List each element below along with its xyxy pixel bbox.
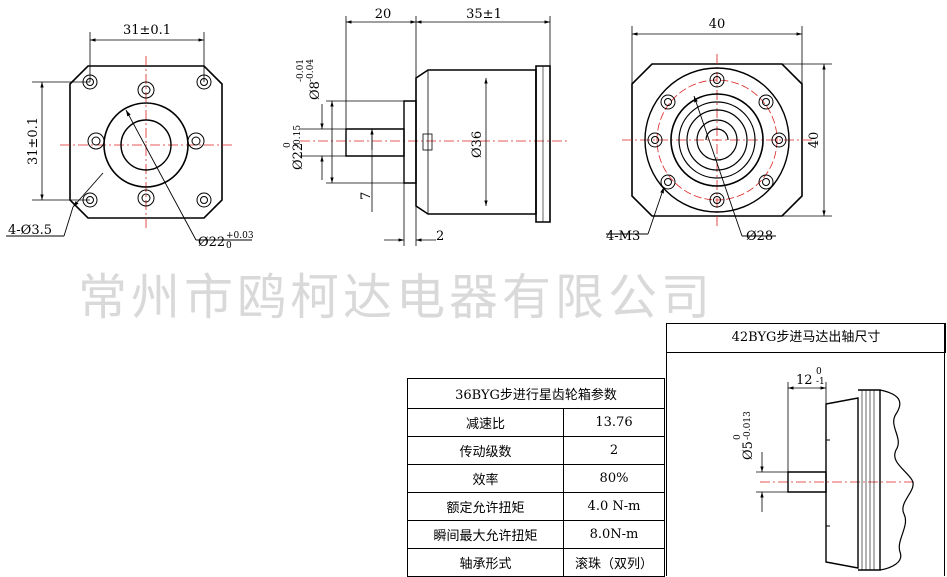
spec-param: 额定允许扭矩 — [407, 492, 564, 521]
front-bore-tol-lower: 0 — [226, 241, 232, 251]
side-boss — [403, 100, 417, 184]
table-row: 额定允许扭矩 4.0 N-m — [407, 492, 665, 521]
table-row: 传动级数 2 — [407, 436, 665, 465]
rear-holes — [647, 72, 787, 208]
rear-hole-label: 4-M3 — [606, 229, 640, 244]
side-view — [300, 16, 570, 246]
side-boss-dia: Ø22 — [291, 143, 306, 170]
spec-value: 滚珠（双列） — [563, 548, 665, 577]
rear-view — [606, 26, 832, 237]
front-bore-outer — [103, 102, 189, 188]
motor-shaft-panel-border — [944, 323, 945, 576]
table-row: 效率 80% — [407, 464, 665, 493]
front-flange-outline — [69, 65, 223, 219]
table-row: 减速比 13.76 — [407, 408, 665, 437]
spec-table-header: 36BYG步进行星齿轮箱参数 — [407, 378, 665, 409]
side-flat-dim: 7 — [359, 192, 374, 200]
rear-dim-right: 40 — [807, 132, 822, 149]
front-bore-label: Ø22 — [198, 235, 225, 250]
watermark-company: 常州市鸥柯达电器有限公司 — [78, 269, 715, 326]
side-rear-flange — [535, 65, 551, 223]
side-shaft-dia: Ø8 — [308, 81, 323, 100]
panel-dim-dia-tol-lower: -0.013 — [743, 411, 753, 440]
panel-dim-len-tol-lower: -1 — [816, 377, 825, 387]
front-cross-holes — [87, 81, 205, 207]
spec-table: 36BYG步进行星齿轮箱参数 减速比 13.76 传动级数 2 效率 80% 额… — [407, 378, 665, 577]
side-output-shaft — [345, 128, 405, 157]
front-hole-label: 4-Ø3.5 — [8, 223, 52, 238]
spec-table-title: 36BYG步进行星齿轮箱参数 — [407, 378, 665, 409]
panel-dim-len-tol-upper: 0 — [816, 367, 822, 377]
panel-dim-dia: Ø5 — [741, 441, 756, 460]
spec-param: 减速比 — [407, 408, 564, 437]
side-dim-left: 20 — [375, 7, 392, 22]
spec-value: 2 — [563, 436, 665, 465]
side-body-dia: Ø36 — [470, 131, 485, 158]
front-view — [6, 32, 252, 241]
spec-param: 瞬间最大允许扭矩 — [407, 520, 564, 549]
table-row: 瞬间最大允许扭矩 8.0N-m — [407, 520, 665, 549]
spec-value: 13.76 — [563, 408, 665, 437]
rear-dim-top: 40 — [709, 17, 726, 32]
motor-shaft-panel — [666, 352, 945, 576]
spec-param: 传动级数 — [407, 436, 564, 465]
table-row: 轴承形式 滚珠（双列） — [407, 548, 665, 577]
front-dim-left: 31±0.1 — [26, 117, 41, 165]
panel-dim-dia-tol-upper: 0 — [733, 434, 743, 440]
spec-value: 4.0 N-m — [563, 492, 665, 521]
spec-value: 80% — [563, 464, 665, 493]
motor-shaft-panel-title: 42BYG步进马达出轴尺寸 — [666, 323, 946, 353]
panel-dim-len: 12 — [796, 373, 813, 388]
front-bore-tol-upper: +0.03 — [226, 231, 254, 241]
front-dim-top: 31±0.1 — [123, 23, 171, 38]
spec-param: 效率 — [407, 464, 564, 493]
spec-param: 轴承形式 — [407, 548, 564, 577]
side-boss-len: 2 — [436, 229, 444, 244]
rear-pcd-label: Ø28 — [746, 229, 773, 244]
motor-shaft-drawing — [756, 382, 914, 571]
spec-value: 8.0N-m — [563, 520, 665, 549]
side-dim-right: 35±1 — [466, 7, 502, 22]
side-boss-tol-lower: -0.15 — [293, 125, 303, 148]
side-shaft-tol-lower: -0.04 — [306, 59, 316, 82]
front-bore-inner — [120, 119, 172, 171]
side-boss-tol-upper: 0 — [283, 142, 293, 148]
side-shaft-tol-upper: -0.01 — [296, 59, 306, 82]
